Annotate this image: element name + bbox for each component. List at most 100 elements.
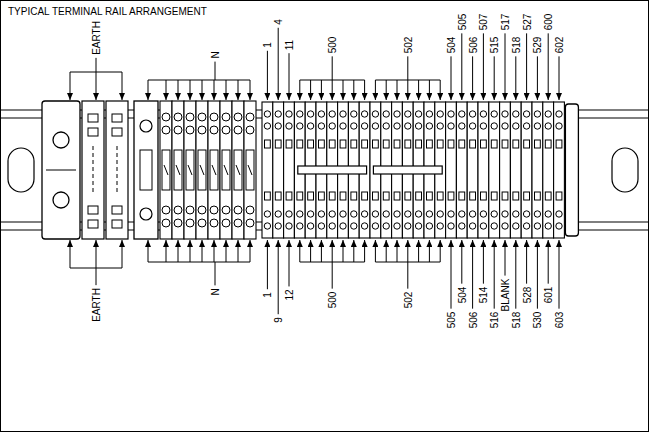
terminal-screw (286, 111, 292, 117)
terminal-clamp (275, 140, 281, 148)
terminal-screw (275, 211, 281, 217)
terminal-screw (513, 211, 519, 217)
leader-line (96, 268, 97, 285)
terminal-clamp (265, 140, 271, 148)
terminal-block (478, 102, 489, 238)
terminal-screw (469, 223, 475, 229)
terminal-screw (234, 126, 242, 134)
terminal-screw (162, 206, 170, 214)
terminal-screw (318, 211, 324, 217)
leader-line (178, 80, 179, 100)
terminal-screw (174, 219, 182, 227)
terminal-clamp (265, 192, 271, 200)
terminal-screw (534, 223, 540, 229)
terminal-block (543, 102, 554, 238)
terminal-number: 515 (489, 37, 500, 54)
terminal-screw (523, 111, 529, 117)
terminal-screw (340, 123, 346, 129)
leader-line (310, 80, 311, 100)
terminal-screw (545, 111, 551, 117)
terminal-screw (437, 111, 443, 117)
terminal-screw (210, 219, 218, 227)
terminal-clamp (88, 114, 98, 122)
terminal-screw (372, 223, 378, 229)
terminal-screw (426, 223, 432, 229)
terminal-number: 9 (273, 317, 284, 323)
leader-line (332, 56, 333, 80)
terminal-screw (329, 223, 335, 229)
terminal-block (489, 102, 500, 238)
leader-line (375, 80, 376, 100)
terminal-screw (329, 123, 335, 129)
din-rail (0, 118, 1, 222)
terminal-group-label: EARTH (91, 288, 102, 322)
terminal-screw (448, 223, 454, 229)
clamp-screw (53, 192, 69, 208)
leader-line (407, 80, 408, 100)
leader-line (461, 33, 462, 100)
leader-line (310, 240, 311, 262)
terminal-number: 504 (456, 287, 467, 304)
leader-line (343, 80, 344, 100)
terminal-screw (426, 111, 432, 117)
terminal-screw (372, 123, 378, 129)
terminal-group-label: 502 (402, 37, 413, 54)
leader-line (96, 72, 97, 100)
terminal-clamp (491, 140, 497, 148)
leader-line (289, 53, 290, 100)
neutral-terminal (220, 101, 232, 239)
neutral-terminal (196, 101, 208, 239)
terminal-screw (361, 223, 367, 229)
terminal-screw (545, 211, 551, 217)
terminal-screw (426, 123, 432, 129)
leader-line (472, 56, 473, 100)
leader-line (299, 240, 300, 262)
terminal-screw (405, 123, 411, 129)
neutral-terminal (160, 101, 172, 239)
terminal-screw (307, 211, 313, 217)
terminal-number: 1 (262, 42, 273, 48)
terminal-screw (297, 111, 303, 117)
terminal-clamp (427, 192, 433, 200)
terminal-clamp (340, 140, 346, 148)
terminal-screw (523, 211, 529, 217)
terminal-screw (162, 219, 170, 227)
terminal-screw (480, 223, 486, 229)
terminal-number: 11 (284, 40, 295, 50)
terminal-screw (275, 123, 281, 129)
leader-line (289, 240, 290, 286)
terminal-screw (513, 223, 519, 229)
leader-line (178, 240, 179, 262)
terminal-screw (394, 223, 400, 229)
terminal-screw (405, 211, 411, 217)
earth-terminal (82, 101, 104, 239)
leader-line (332, 262, 333, 289)
terminal-clamp (351, 140, 357, 148)
terminal-screw (459, 123, 465, 129)
leader-line (267, 51, 268, 100)
leader-line (548, 33, 549, 100)
terminal-screw (361, 111, 367, 117)
terminal-block (500, 102, 511, 238)
leader-line (321, 80, 322, 100)
terminal-clamp (405, 140, 411, 148)
leader-line (278, 28, 279, 100)
terminal-clamp (88, 220, 98, 228)
terminal-clamp (297, 140, 303, 148)
leader-line (451, 56, 452, 100)
earth-terminal (93, 146, 94, 194)
terminal-screw (222, 126, 230, 134)
terminal-clamp (524, 140, 530, 148)
terminal-block (446, 102, 457, 238)
terminal-screw (523, 223, 529, 229)
leader-line (483, 240, 484, 284)
terminal-clamp (448, 140, 454, 148)
terminal-number: 600 (543, 14, 554, 31)
leader-line (202, 240, 203, 262)
terminal-clamp (362, 140, 368, 148)
terminal-clamp (308, 140, 314, 148)
terminal-clamp (362, 192, 368, 200)
terminal-screw (502, 223, 508, 229)
leader-line (418, 240, 419, 262)
